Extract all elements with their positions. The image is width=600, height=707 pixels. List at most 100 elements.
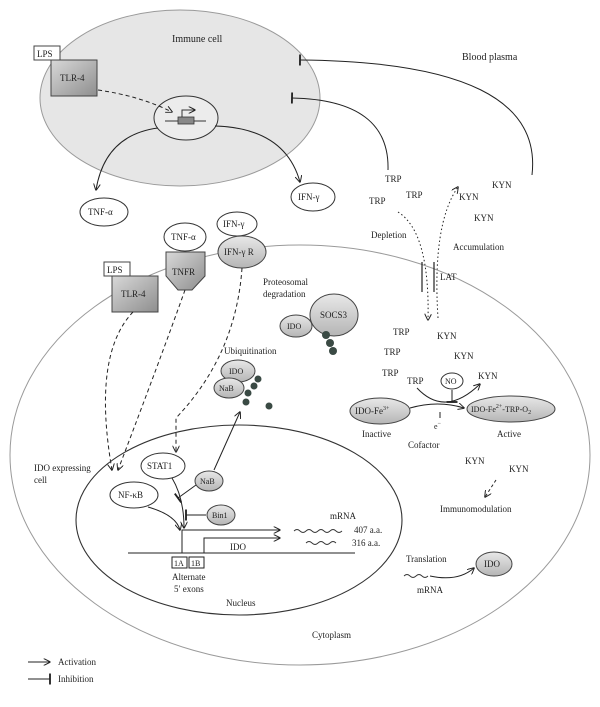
ido-cyto-node xyxy=(475,551,513,577)
trp-plasma-1: TRP xyxy=(385,174,402,184)
mrna-nuc-label: mRNA xyxy=(330,511,357,521)
ubiquitin-1 xyxy=(254,375,262,383)
tlr4-box-top xyxy=(50,59,98,97)
exon-1a xyxy=(171,556,188,569)
kyn-accumulation-arrow xyxy=(436,187,458,319)
trp-plasma-2: TRP xyxy=(406,190,423,200)
nab-nuc-node xyxy=(194,470,224,492)
lat-label: LAT xyxy=(440,272,457,282)
nab-ub-label: NaB xyxy=(219,384,234,393)
kyn-low-1: KYN xyxy=(465,456,485,466)
ido-ub-label: IDO xyxy=(229,367,243,376)
legend: Activation Inhibition xyxy=(28,657,96,685)
blood-plasma-label: Blood plasma xyxy=(462,52,518,63)
inactive-label: Inactive xyxy=(362,429,391,439)
trp-cyto-1: TRP xyxy=(393,327,410,337)
tnf-alpha-bound xyxy=(163,222,207,252)
socs3-label: SOCS3 xyxy=(320,310,348,320)
mrna-316-wave xyxy=(305,541,337,545)
electron-label: e− xyxy=(434,421,442,431)
bin1-node xyxy=(206,504,236,526)
ido-socs3-node xyxy=(279,314,313,338)
nab-nuc-label: NaB xyxy=(200,477,215,486)
kyn-to-immunomodulation-arrow xyxy=(485,479,497,497)
tnf-alpha-free xyxy=(79,197,129,227)
socs3-node xyxy=(309,293,359,337)
kyn-low-2: KYN xyxy=(509,464,529,474)
ido-socs3-label: IDO xyxy=(287,322,301,331)
tlr4-label-cell: TLR-4 xyxy=(121,289,146,299)
ifn-gamma-free-label: IFN-γ xyxy=(298,192,319,202)
trp-depletion-arrow xyxy=(397,211,428,320)
tnf-alpha-free-label: TNF-α xyxy=(88,207,113,217)
no-node xyxy=(440,372,464,390)
proteosomal-label: Proteosomal xyxy=(263,277,308,287)
inactive-to-active-arrow xyxy=(409,404,464,408)
kyn-plasma-1: KYN xyxy=(492,180,512,190)
ifn-gamma-receptor-label: IFN-γ R xyxy=(224,247,254,257)
tss-1b-arrow xyxy=(203,538,280,553)
ubiquitin-chain-1 xyxy=(322,331,330,339)
ido-cyto-label: IDO xyxy=(484,559,500,569)
ifn-gamma-bound-label: IFN-γ xyxy=(223,219,244,229)
kyn-cyto-3: KYN xyxy=(478,371,498,381)
cofactor-label: Cofactor xyxy=(408,440,440,450)
trp-cyto-3: TRP xyxy=(382,368,399,378)
trp-inhibition-arrow xyxy=(290,92,389,171)
trp-to-kyn-arrow xyxy=(416,384,480,403)
nfkb-to-promoter-arrow xyxy=(147,506,180,530)
lps-label-cell: LPS xyxy=(107,265,123,275)
tlr4-label-top: TLR-4 xyxy=(60,73,85,83)
ido-gene-label: IDO xyxy=(230,542,246,552)
depletion-label: Depletion xyxy=(371,230,407,240)
trp-cyto-2: TRP xyxy=(384,347,401,357)
mrna-407-wave xyxy=(293,529,343,533)
nab-ub-node xyxy=(213,377,245,399)
accumulation-label: Accumulation xyxy=(453,242,504,252)
tnfr-receptor xyxy=(165,251,206,291)
tnf-alpha-bound-label: TNF-α xyxy=(171,232,196,242)
translation-label: Translation xyxy=(406,554,447,564)
immune-cell-label: Immune cell xyxy=(172,34,222,45)
kyn-cyto-2: KYN xyxy=(454,351,474,361)
immune-gene-arrow xyxy=(181,110,195,117)
ifngr-to-stat1-arrow xyxy=(176,267,243,452)
ubiquitin-2 xyxy=(250,382,258,390)
tnfr-to-nfkb-arrow xyxy=(118,289,186,470)
ido-fe2-label: IDO-Fe2+-TRP-O2 xyxy=(471,404,531,416)
lps-label-top: LPS xyxy=(37,49,53,59)
ubiquitin-3 xyxy=(244,389,252,397)
exon-1a-label: 1A xyxy=(174,559,184,568)
tnfr-label: TNFR xyxy=(172,267,195,277)
bin1-label: Bin1 xyxy=(212,511,228,520)
alternate-label: Alternate xyxy=(172,572,205,582)
stat1-node xyxy=(140,452,186,480)
ubiquitin-4 xyxy=(242,398,250,406)
legend-inhibition-label: Inhibition xyxy=(58,674,94,684)
ubiquitin-5 xyxy=(265,402,273,410)
ifn-gamma-free xyxy=(290,182,336,212)
no-label: NO xyxy=(445,377,457,386)
mrna-cyto-label: mRNA xyxy=(417,585,444,595)
tss-1a-arrow xyxy=(181,530,280,553)
ubiquitination-label: Ubiquitination xyxy=(224,346,277,356)
nucleus-label: Nucleus xyxy=(226,598,256,608)
aa-316-label: 316 a.a. xyxy=(352,538,380,548)
ido-expressing-cell-label-1: IDO expressing xyxy=(34,463,91,473)
ido-expressing-cell-label-2: cell xyxy=(34,475,47,485)
aa-407-label: 407 a.a. xyxy=(354,525,382,535)
nab-to-ubiquitination-arrow xyxy=(213,412,240,471)
stat1-label: STAT1 xyxy=(147,461,172,471)
ido-fe3-node xyxy=(349,397,411,425)
kyn-plasma-3: KYN xyxy=(474,213,494,223)
cytoplasm-label: Cytoplasm xyxy=(312,630,351,640)
ifn-secretion-arrow xyxy=(214,125,300,182)
kyn-cyto-1: KYN xyxy=(437,331,457,341)
ido-fe3-label: IDO-Fe3+ xyxy=(355,406,390,416)
ido-fe2-node xyxy=(466,395,556,423)
active-label: Active xyxy=(497,429,521,439)
tlr4-to-gene-arrow xyxy=(97,89,172,112)
trp-cyto-4: TRP xyxy=(407,376,424,386)
